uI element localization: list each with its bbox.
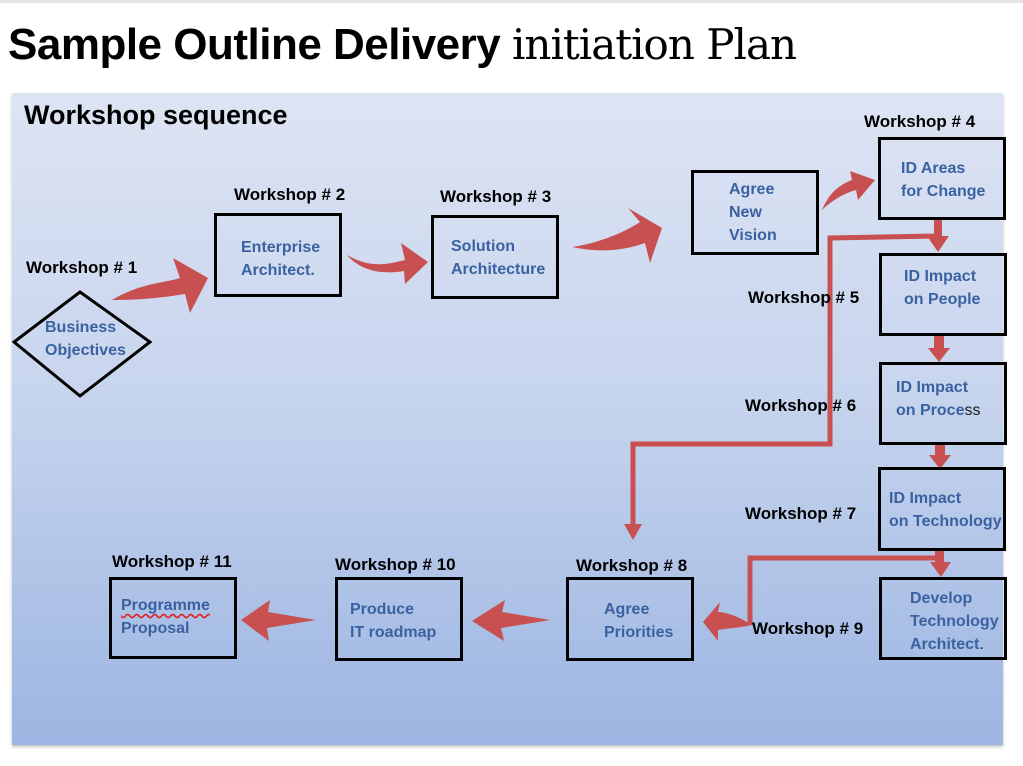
workshop-3-line-1: Solution [451, 238, 515, 255]
workshop-4-line-2: for Change [901, 183, 986, 200]
workshop-10-node[interactable]: Produce IT roadmap [335, 577, 463, 661]
workshop-6-line-2a: on Proce [896, 402, 965, 419]
workshop-4-line-1: ID Areas [901, 160, 966, 177]
workshop-8-line-1: Agree [604, 601, 650, 618]
workshop-10-line-2: IT roadmap [350, 624, 437, 641]
workshop-11-line-2: Proposal [121, 620, 190, 637]
workshop-8-node[interactable]: Agree Priorities [566, 577, 694, 661]
section-title: Workshop sequence [24, 100, 288, 130]
page-title-serif: initiation Plan [511, 20, 797, 69]
workshop-9-line-1: Develop [910, 590, 973, 607]
page-title-bold: Sample Outline Delivery [8, 20, 501, 69]
workshop-1-label: Workshop # 1 [26, 258, 138, 277]
vision-line-1: Agree [729, 181, 775, 198]
workshop-6-line-2b: ss [964, 402, 981, 419]
workshop-5-line-2: on People [904, 291, 981, 308]
workshop-8-line-2: Priorities [604, 624, 674, 641]
workshop-10-line-1: Produce [350, 601, 415, 618]
workshop-7-label: Workshop # 7 [745, 504, 857, 523]
workshop-3-node[interactable]: Solution Architecture [431, 215, 559, 299]
workshop-11-label: Workshop # 11 [112, 552, 232, 571]
workshop-7-line-2: on Technology [889, 513, 1002, 530]
workshop-8-label: Workshop # 8 [576, 556, 688, 575]
workshop-5-label: Workshop # 5 [748, 288, 860, 307]
workshop-6-line-2: on Process [896, 399, 980, 422]
workshop-9-line-3b: . [979, 636, 984, 653]
workshop-1-line-2: Objectives [45, 342, 126, 359]
workshop-6-label: Workshop # 6 [745, 396, 857, 415]
workshop-1-node[interactable]: Business Objectives [11, 290, 153, 400]
workshop-5-line-1: ID Impact [904, 268, 977, 285]
diamond-shape [11, 290, 153, 398]
vision-line-3: Vision [729, 227, 777, 244]
workshop-3-line-2: Architecture [451, 261, 546, 278]
top-border [0, 0, 1023, 3]
workshop-6-line-1: ID Impact [896, 379, 969, 396]
workshop-3-label: Workshop # 3 [440, 187, 552, 206]
workshop-7-node[interactable]: ID Impact on Technology [878, 467, 1006, 551]
workshop-5-node[interactable]: ID Impact on People [879, 253, 1007, 336]
workshop-9-line-2: Technology [910, 613, 999, 630]
workshop-9-label: Workshop # 9 [752, 619, 864, 638]
workshop-1-line-1: Business [45, 319, 117, 336]
workshop-10-label: Workshop # 10 [335, 555, 456, 574]
page-title: Sample Outline Delivery initiation Plan [8, 20, 797, 70]
workshop-7-line-1: ID Impact [889, 490, 962, 507]
vision-line-2: New [729, 204, 762, 221]
agree-new-vision-node[interactable]: Agree New Vision [691, 170, 819, 255]
workshop-2-label: Workshop # 2 [234, 185, 346, 204]
workshop-2-node[interactable]: Enterprise Architect. [214, 213, 342, 297]
workshop-9-line-3: Architect. [910, 633, 999, 656]
workshop-9-node[interactable]: Develop Technology Architect. [879, 577, 1007, 660]
workshop-11-line-1: Programme [121, 597, 210, 614]
workshop-9-line-3a: Architect [910, 636, 980, 653]
workshop-4-node[interactable]: ID Areas for Change [878, 137, 1006, 220]
workshop-4-label: Workshop # 4 [864, 112, 976, 131]
workshop-2-line-2: Architect. [241, 262, 315, 279]
workshop-2-line-1: Enterprise [241, 239, 321, 256]
workshop-6-node[interactable]: ID Impact on Process [879, 362, 1007, 445]
workshop-11-node[interactable]: Programme Proposal [109, 577, 237, 659]
